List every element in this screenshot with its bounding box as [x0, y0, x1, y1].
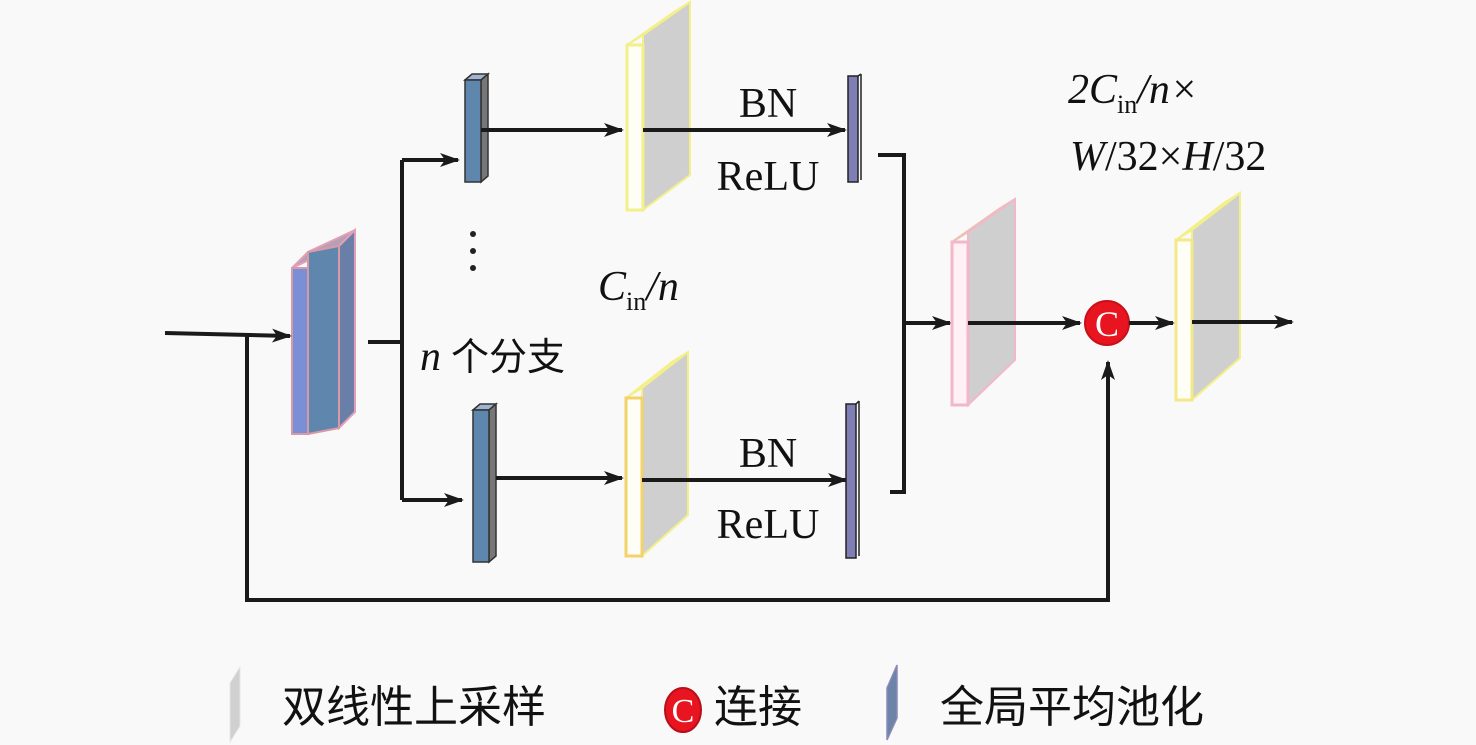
top-relu-label: ReLU: [717, 154, 820, 200]
merged-upsample-block: [950, 197, 1016, 408]
global-avg-pool-icon: [886, 664, 898, 741]
merge-bracket: [878, 153, 906, 494]
skip-connection-line: [245, 336, 1115, 602]
output-dims-line2: W/32×H/32: [1070, 134, 1266, 180]
legend-item-concat: C 连接: [664, 682, 802, 733]
svg-text:C: C: [672, 693, 695, 730]
bottom-output-pool-block: [845, 400, 860, 559]
legend-label-global-avg-pool: 全局平均池化: [940, 682, 1204, 733]
bottom-bn-label: BN: [739, 431, 797, 477]
output-upsample-block: [1174, 190, 1241, 403]
legend-label-bilinear-upsample: 双线性上采样: [282, 682, 546, 733]
legend-item-global-avg-pool: 全局平均池化: [886, 664, 1204, 741]
bottom-pool-block: [470, 402, 499, 564]
bilinear-upsample-icon: [229, 665, 241, 744]
bottom-upsample-block: [624, 349, 689, 559]
output-dims-line1: 2Cin/n×: [1068, 67, 1198, 119]
legend: 双线性上采样 C 连接 全局平均池化: [229, 664, 1204, 744]
channel-per-branch-label: Cin/n: [598, 264, 679, 316]
input-arrow: [164, 328, 292, 343]
concat-icon: C: [664, 687, 702, 733]
concat-symbol: C: [1095, 304, 1119, 344]
input-feature-block: [291, 227, 356, 436]
top-upsample-block: [625, 0, 691, 212]
branch-ellipsis: [470, 231, 476, 271]
legend-label-concat: 连接: [714, 682, 802, 733]
top-output-pool-block: [847, 73, 862, 183]
concat-node: C: [1084, 300, 1130, 346]
bottom-relu-label: ReLU: [717, 502, 820, 548]
legend-item-bilinear-upsample: 双线性上采样: [229, 665, 546, 744]
top-bn-label: BN: [739, 81, 797, 127]
